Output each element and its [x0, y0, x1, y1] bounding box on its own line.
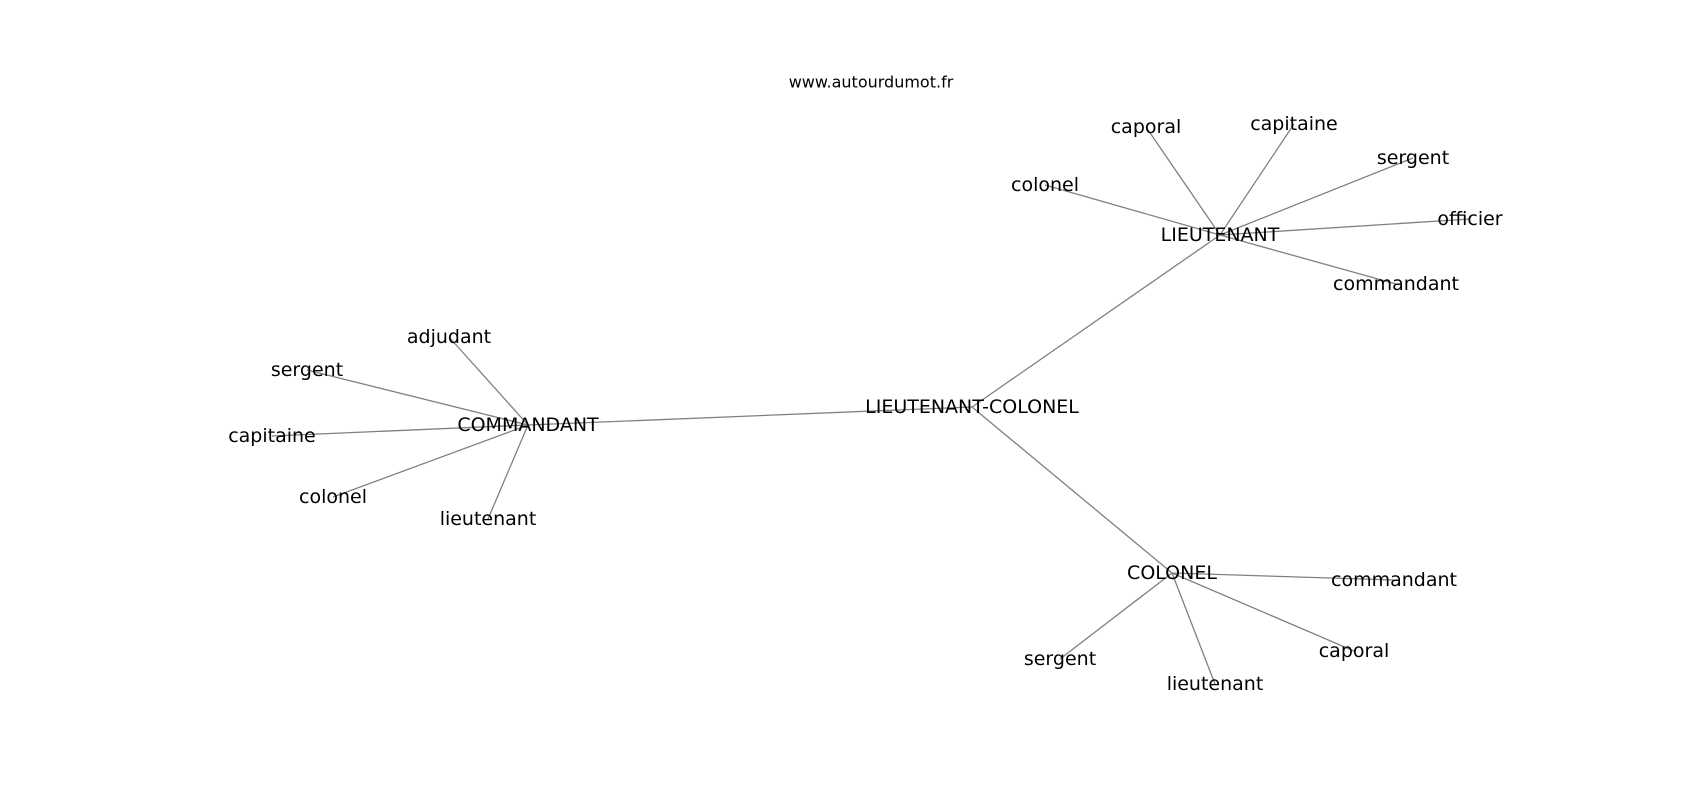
edge-cmd-1 — [306, 369, 529, 426]
edge-col-3 — [1059, 572, 1173, 660]
edge-lt-5 — [1219, 234, 1397, 285]
node-hub-col[interactable]: COLONEL — [1127, 562, 1217, 584]
node-leaf-cmd-1[interactable]: sergent — [271, 359, 343, 381]
node-hub-cmd[interactable]: COMMANDANT — [457, 414, 599, 436]
source-watermark: www.autourdumot.fr — [789, 73, 954, 92]
node-hub-lt[interactable]: LIEUTENANT — [1161, 224, 1280, 246]
edge-center-col — [971, 406, 1173, 574]
edge-cmd-2 — [271, 424, 529, 437]
edge-center-cmd — [527, 406, 973, 426]
edge-lt-3 — [1219, 157, 1414, 236]
node-leaf-lt-4[interactable]: officier — [1437, 208, 1502, 230]
node-center[interactable]: LIEUTENANT-COLONEL — [865, 396, 1079, 418]
node-leaf-lt-2[interactable]: capitaine — [1250, 113, 1338, 135]
edge-col-0 — [1171, 572, 1395, 581]
edge-cmd-4 — [487, 424, 529, 520]
node-leaf-col-1[interactable]: caporal — [1319, 640, 1390, 662]
edge-lt-1 — [1145, 126, 1221, 236]
edge-lt-2 — [1219, 123, 1295, 236]
node-leaf-cmd-3[interactable]: colonel — [299, 486, 367, 508]
node-leaf-col-3[interactable]: sergent — [1024, 648, 1096, 670]
edge-lt-0 — [1044, 184, 1221, 236]
node-leaf-lt-1[interactable]: caporal — [1111, 116, 1182, 138]
graph-edges — [271, 123, 1471, 685]
node-leaf-col-0[interactable]: commandant — [1331, 569, 1457, 591]
graph-labels: LIEUTENANT-COLONEL LIEUTENANT colonel capor… — [228, 113, 1503, 695]
node-leaf-cmd-2[interactable]: capitaine — [228, 425, 316, 447]
edge-col-2 — [1171, 572, 1216, 685]
edge-center-lt — [971, 234, 1221, 408]
node-leaf-lt-0[interactable]: colonel — [1011, 174, 1079, 196]
node-leaf-lt-5[interactable]: commandant — [1333, 273, 1459, 295]
edge-cmd-0 — [448, 336, 529, 426]
node-leaf-cmd-4[interactable]: lieutenant — [440, 508, 537, 530]
edge-cmd-3 — [332, 424, 529, 498]
edge-col-1 — [1171, 572, 1355, 652]
node-leaf-lt-3[interactable]: sergent — [1377, 147, 1449, 169]
node-leaf-col-2[interactable]: lieutenant — [1167, 673, 1264, 695]
node-leaf-cmd-0[interactable]: adjudant — [407, 326, 491, 348]
edge-lt-4 — [1219, 218, 1471, 236]
